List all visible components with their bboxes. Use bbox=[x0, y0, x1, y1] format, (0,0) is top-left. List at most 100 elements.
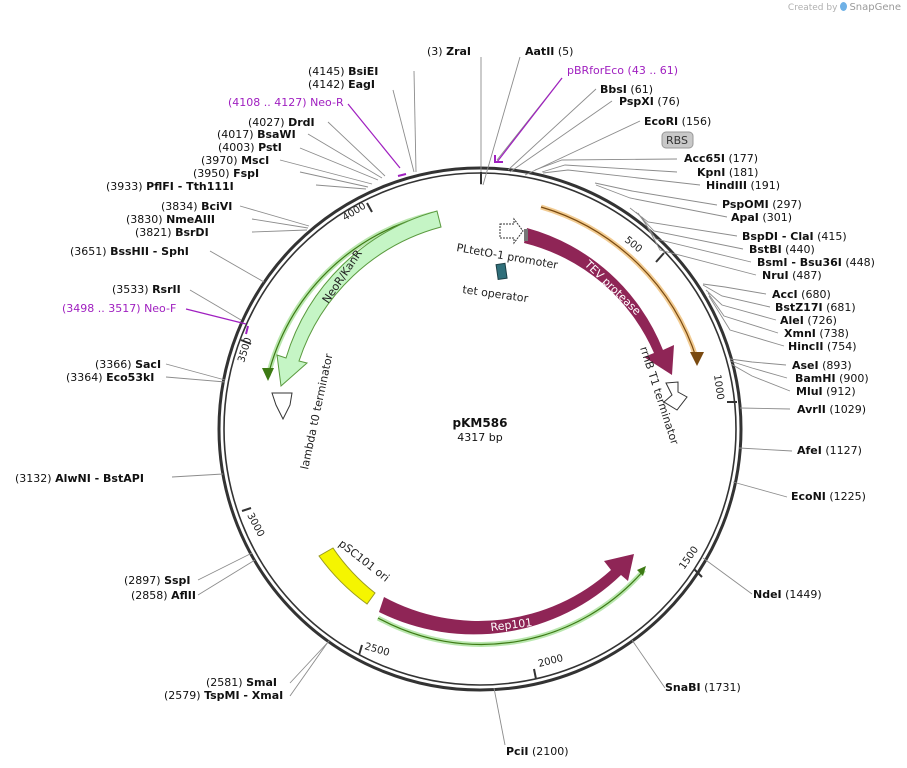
enzyme-zrai-name: ZraI bbox=[446, 45, 471, 58]
enzyme-asei-name: AseI bbox=[792, 359, 819, 372]
enzyme-kpni-label: KpnI (181) bbox=[697, 166, 758, 179]
enzyme-asei-position: (893) bbox=[822, 359, 852, 372]
enzyme-alwni-bstapi-label: (3132) AlwNI - BstAPI bbox=[15, 472, 144, 485]
primer-neo-r-label: (4108 .. 4127) Neo-R bbox=[228, 96, 344, 109]
enzyme-leader-lines bbox=[165, 56, 793, 746]
enzyme-ecori-position: (156) bbox=[682, 115, 712, 128]
tick-label-2000: 2000 bbox=[537, 653, 564, 670]
enzyme-eagi-name: EagI bbox=[348, 78, 375, 91]
enzyme-bbsi-name: BbsI bbox=[600, 83, 627, 96]
enzyme-saci-position: (3366) bbox=[95, 358, 132, 371]
enzyme-pspxi-name: PspXI bbox=[619, 95, 654, 108]
enzyme-eco53ki-position: (3364) bbox=[66, 371, 103, 384]
enzyme-bsrdi-label: (3821) BsrDI bbox=[135, 226, 209, 239]
enzyme-pcii-label: PciI (2100) bbox=[506, 745, 569, 758]
enzyme-ndei-label: NdeI (1449) bbox=[753, 588, 822, 601]
tick-label-2500: 2500 bbox=[363, 641, 390, 659]
enzyme-bstz17i-name: BstZ17I bbox=[775, 301, 823, 314]
enzyme-hindiii-position: (191) bbox=[750, 179, 780, 192]
enzyme-bsshii-sphi-label: (3651) BssHII - SphI bbox=[70, 245, 189, 258]
enzyme-hincii-position: (754) bbox=[827, 340, 857, 353]
enzyme-sspi-name: SspI bbox=[164, 574, 190, 587]
enzyme-rsrii-name: RsrII bbox=[152, 283, 181, 296]
enzyme-pcii-position: (2100) bbox=[532, 745, 569, 758]
enzyme-sspi-label: (2897) SspI bbox=[124, 574, 191, 587]
primer-neo-f-name: Neo-F bbox=[144, 302, 176, 315]
enzyme-tspmi-xmai-label: (2579) TspMI - XmaI bbox=[164, 689, 283, 702]
enzyme-fspi-label: (3950) FspI bbox=[193, 167, 259, 180]
enzyme-bstz17i-position: (681) bbox=[826, 301, 856, 314]
enzyme-eco53ki-name: Eco53kI bbox=[106, 371, 154, 384]
enzyme-pspxi-label: PspXI (76) bbox=[619, 95, 680, 108]
enzyme-bstbi-name: BstBI bbox=[749, 243, 782, 256]
enzyme-snabi-label: SnaBI (1731) bbox=[665, 681, 741, 694]
enzyme-acc65i-name: Acc65I bbox=[684, 152, 725, 165]
watermark-brand: SnapGene bbox=[849, 2, 901, 13]
tick-label-1500: 1500 bbox=[677, 545, 701, 572]
enzyme-eagi-position: (4142) bbox=[308, 78, 345, 91]
enzyme-psti-name: PstI bbox=[258, 141, 282, 154]
enzyme-acci-name: AccI bbox=[772, 288, 798, 301]
enzyme-xmni-name: XmnI bbox=[784, 327, 816, 340]
enzyme-ndei-name: NdeI bbox=[753, 588, 782, 601]
primer-neo-f-label: (3498 .. 3517) Neo-F bbox=[62, 302, 176, 315]
enzyme-bcivi-name: BciVI bbox=[201, 200, 232, 213]
enzyme-apai-position: (301) bbox=[762, 211, 792, 224]
enzyme-bsiei-name: BsiEI bbox=[348, 65, 378, 78]
enzyme-bspdi-clai-label: BspDI - ClaI (415) bbox=[742, 230, 847, 243]
enzyme-aflii-position: (2858) bbox=[131, 589, 168, 602]
enzyme-alei-position: (726) bbox=[807, 314, 837, 327]
rbs-label: RBS bbox=[666, 134, 688, 147]
enzyme-kpni-name: KpnI bbox=[697, 166, 725, 179]
enzyme-econi-position: (1225) bbox=[829, 490, 866, 503]
enzyme-nrui-label: NruI (487) bbox=[762, 269, 822, 282]
rep101-arrow bbox=[379, 554, 634, 635]
enzyme-acc65i-label: Acc65I (177) bbox=[684, 152, 758, 165]
primer-pbrforeco-position: (43 .. 61) bbox=[628, 64, 679, 77]
enzyme-afei-name: AfeI bbox=[797, 444, 822, 457]
enzyme-bsrdi-position: (3821) bbox=[135, 226, 172, 239]
ticks bbox=[240, 172, 737, 680]
enzyme-bstbi-position: (440) bbox=[785, 243, 815, 256]
enzyme-acci-position: (680) bbox=[801, 288, 831, 301]
enzyme-drdi-position: (4027) bbox=[248, 116, 285, 129]
primer-marks bbox=[245, 155, 503, 335]
enzyme-acc65i-position: (177) bbox=[728, 152, 758, 165]
enzyme-psti-position: (4003) bbox=[218, 141, 255, 154]
enzyme-bsiei-position: (4145) bbox=[308, 65, 345, 78]
enzyme-kpni-position: (181) bbox=[729, 166, 759, 179]
enzyme-hindiii-name: HindIII bbox=[706, 179, 747, 192]
enzyme-bsawi-position: (4017) bbox=[217, 128, 254, 141]
enzyme-aatii-name: AatII bbox=[525, 45, 554, 58]
enzyme-sspi-position: (2897) bbox=[124, 574, 161, 587]
enzyme-rsrii-label: (3533) RsrII bbox=[112, 283, 181, 296]
enzyme-mlui-position: (912) bbox=[826, 385, 856, 398]
enzyme-pspxi-position: (76) bbox=[657, 95, 680, 108]
enzyme-msci-position: (3970) bbox=[201, 154, 238, 167]
psc101-ori bbox=[318, 547, 376, 605]
enzyme-pflfi-tth111i-name: PflFI - Tth111I bbox=[146, 180, 234, 193]
enzyme-apai-label: ApaI (301) bbox=[731, 211, 792, 224]
pltet-promoter bbox=[499, 217, 524, 245]
enzyme-aflii-label: (2858) AflII bbox=[131, 589, 196, 602]
primer-neo-r-position: (4108 .. 4127) bbox=[228, 96, 307, 109]
enzyme-smai-name: SmaI bbox=[246, 676, 277, 689]
enzyme-econi-name: EcoNI bbox=[791, 490, 826, 503]
enzyme-alei-name: AleI bbox=[780, 314, 804, 327]
promoter-bar bbox=[524, 229, 528, 241]
enzyme-acci-label: AccI (680) bbox=[772, 288, 831, 301]
enzyme-bamhi-position: (900) bbox=[839, 372, 869, 385]
enzyme-saci-name: SacI bbox=[135, 358, 161, 371]
enzyme-bsawi-label: (4017) BsaWI bbox=[217, 128, 296, 141]
enzyme-bcivi-label: (3834) BciVI bbox=[161, 200, 232, 213]
enzyme-zrai-label: (3) ZraI bbox=[427, 45, 471, 58]
enzyme-bstbi-label: BstBI (440) bbox=[749, 243, 815, 256]
lambda-terminator-label: lambda t0 terminator bbox=[298, 352, 335, 471]
snapgene-logo-icon bbox=[840, 2, 848, 11]
enzyme-bsrdi-name: BsrDI bbox=[175, 226, 209, 239]
primer-neo-r-name: Neo-R bbox=[310, 96, 344, 109]
enzyme-tspmi-xmai-name: TspMI - XmaI bbox=[204, 689, 283, 702]
enzyme-drdi-name: DrdI bbox=[288, 116, 315, 129]
